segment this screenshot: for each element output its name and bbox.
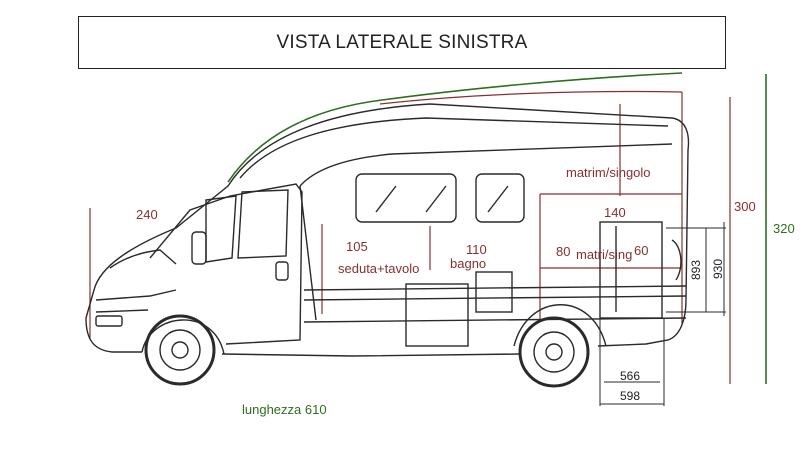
front-wheel xyxy=(144,314,216,386)
seating-desc-label: seduta+tavolo xyxy=(338,261,420,276)
diagram-title: VISTA LATERALE SINISTRA xyxy=(276,31,528,53)
height-320-label: 320 xyxy=(773,221,795,236)
title-box: VISTA LATERALE SINISTRA xyxy=(78,16,726,69)
length-label: lunghezza 610 xyxy=(242,402,327,417)
annotation-lines xyxy=(89,90,731,384)
door-598-label: 598 xyxy=(620,389,641,403)
top-bed-label: matrim/singolo xyxy=(566,165,651,180)
roof-profile-line xyxy=(227,72,683,183)
rear-wheel xyxy=(518,316,590,388)
door-930-label: 930 xyxy=(711,258,726,280)
door-dimension-lines xyxy=(599,222,726,406)
door-893-label: 893 xyxy=(689,259,704,281)
vehicle-outline xyxy=(85,103,690,357)
top-bed-width-label: 140 xyxy=(604,205,626,220)
door-566-label: 566 xyxy=(620,369,641,383)
lower-bed-right-label: 60 xyxy=(634,243,649,258)
bathroom-length-label: 110 xyxy=(466,242,487,257)
bathroom-desc-label: bagno xyxy=(450,256,487,271)
seating-length-label: 105 xyxy=(346,239,368,254)
cab-height-label: 240 xyxy=(136,207,158,222)
height-300-label: 300 xyxy=(734,199,756,214)
lower-bed-left-label: 80 xyxy=(556,244,571,259)
lower-bed-label: matri/sing xyxy=(576,247,633,262)
